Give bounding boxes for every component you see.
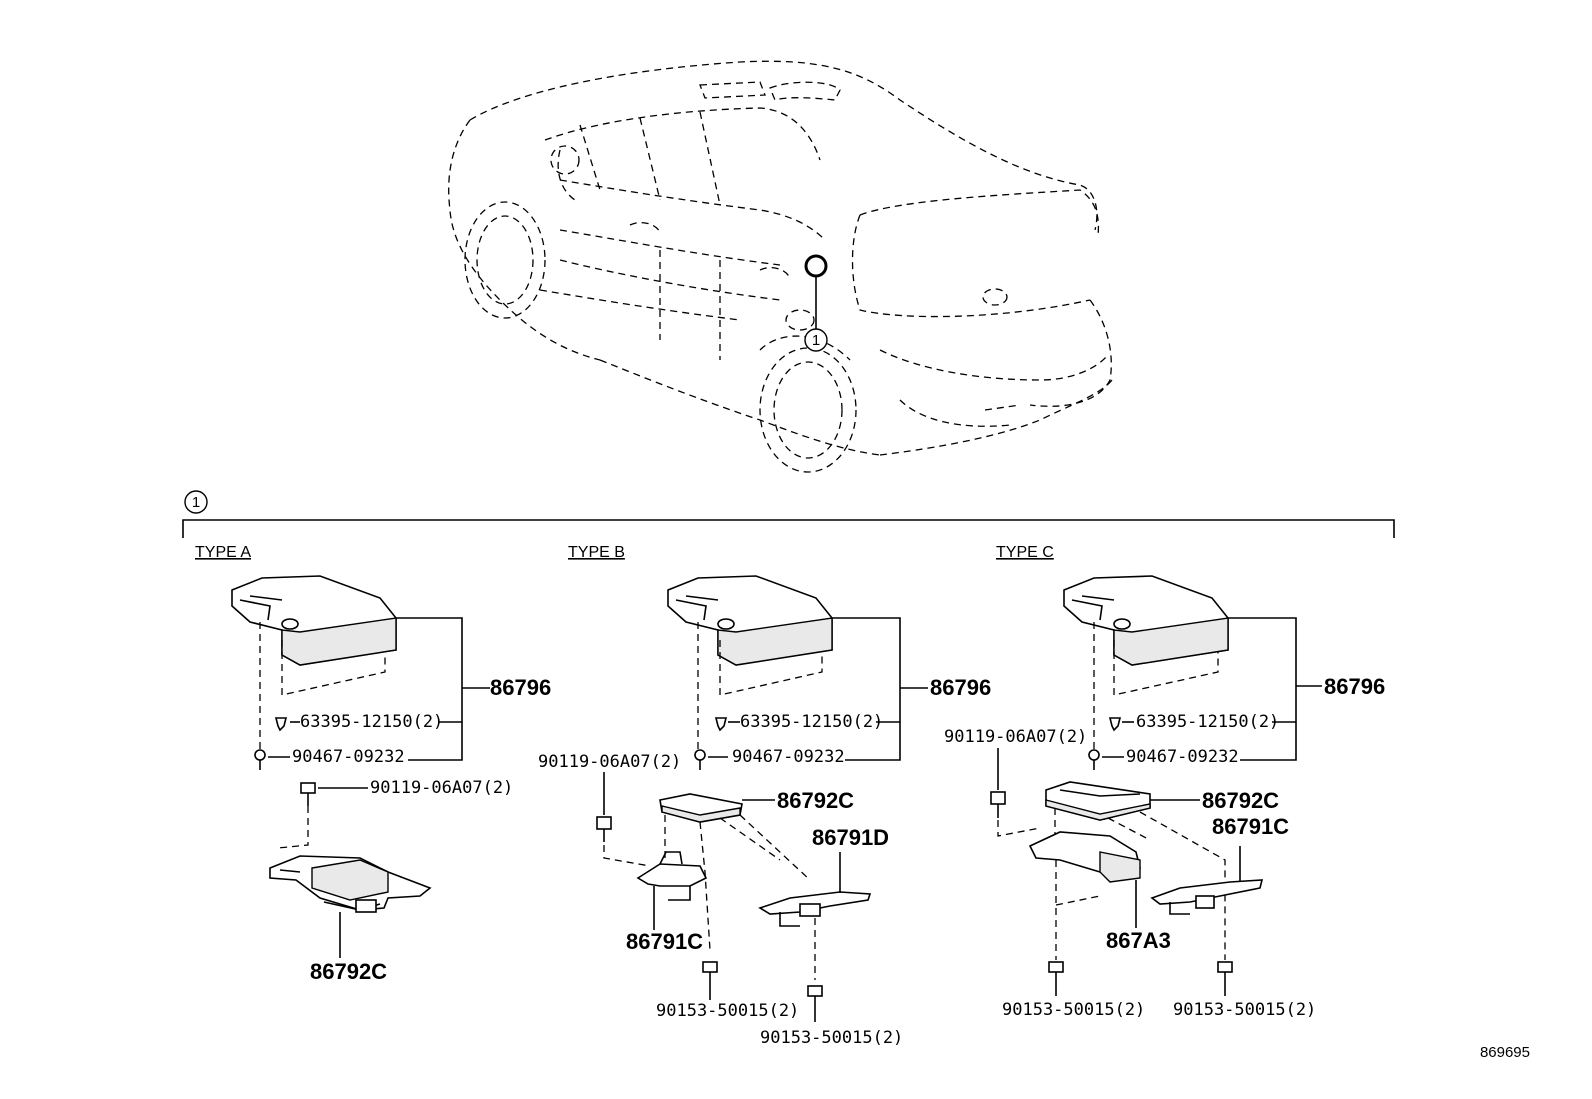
type-a-label-ecu: 86792C [310,959,387,984]
type-b-label-bracket-left: 86791C [626,929,703,954]
type-a-clip-part [274,717,288,732]
type-c-label-bracket-center: 867A3 [1106,928,1171,953]
type-c-label-nut-right: 90153-50015(2) [1173,1000,1316,1020]
type-b-ecu-part [659,793,743,823]
section-header: 1 [182,490,1395,538]
type-b-nut-right-part [807,985,823,1008]
type-b-label-ecu: 86792C [777,788,854,813]
type-a-label-screw: 90467-09232 [292,747,405,767]
diagram-id: 869695 [1480,1044,1530,1061]
type-a-label-cover: 86796 [490,675,551,700]
vehicle-illustration: 1 [448,60,1113,473]
section-marker-number: 1 [192,494,200,511]
section-bracket [182,519,1395,538]
type-b-label-nut-right: 90153-50015(2) [760,1028,903,1048]
type-b-bracket-left-part [636,851,708,901]
type-b-clip-part [714,717,728,732]
type-c-label-clip: 63395-12150(2) [1136,712,1279,732]
callout-number: 1 [812,332,820,349]
type-c-group: TYPE C 86796 63395-12150(2) 90467-09232 … [944,544,1385,1020]
type-b-cover-part [667,575,833,666]
type-c-nut-right-part [1217,961,1233,985]
type-c-screw-part [1088,749,1100,770]
section-marker-circle [184,490,208,514]
type-c-clip-part [1108,717,1122,732]
type-c-label-screw: 90467-09232 [1126,747,1239,767]
type-c-bracket-right-part [1150,879,1264,915]
type-c-title: TYPE C [996,544,1054,561]
type-c-bracket-center-part [1028,831,1141,883]
type-c-nut-left-part [1048,961,1064,985]
type-b-label-screw: 90467-09232 [732,747,845,767]
location-marker [804,254,828,278]
type-a-cover-part [231,575,397,666]
type-c-label-bolt: 90119-06A07(2) [944,727,1087,747]
callout-circle [804,328,828,352]
type-b-label-bolt: 90119-06A07(2) [538,752,681,772]
type-b-label-bracket-right: 86791D [812,825,889,850]
type-c-label-ecu: 86792C [1202,788,1279,813]
type-a-label-clip: 63395-12150(2) [300,712,443,732]
type-b-group: TYPE B 86796 63395-12150(2) 90467-09232 … [538,544,991,1048]
type-a-bolt-part [300,782,316,806]
type-c-cover-part [1063,575,1229,666]
type-a-screw-part [254,749,266,770]
type-a-title: TYPE A [195,544,251,561]
type-b-label-nut-left: 90153-50015(2) [656,1001,799,1021]
type-c-label-nut-left: 90153-50015(2) [1002,1000,1145,1020]
type-a-label-bolt: 90119-06A07(2) [370,778,513,798]
type-b-title: TYPE B [568,544,625,561]
type-a-group: TYPE A 86796 63395-12150(2) 90467-09232 [195,544,551,984]
type-c-bolt-part [990,791,1006,818]
type-b-bracket-right-part [758,891,872,927]
type-c-label-bracket-right: 86791C [1212,814,1289,839]
type-b-label-cover: 86796 [930,675,991,700]
type-b-screw-part [694,749,706,770]
type-b-label-clip: 63395-12150(2) [740,712,883,732]
type-b-bolt-part [596,816,612,842]
type-c-label-cover: 86796 [1324,674,1385,699]
type-c-ecu-part [1045,781,1151,821]
type-b-nut-left-part [702,961,718,985]
type-a-ecu-part [269,855,432,913]
